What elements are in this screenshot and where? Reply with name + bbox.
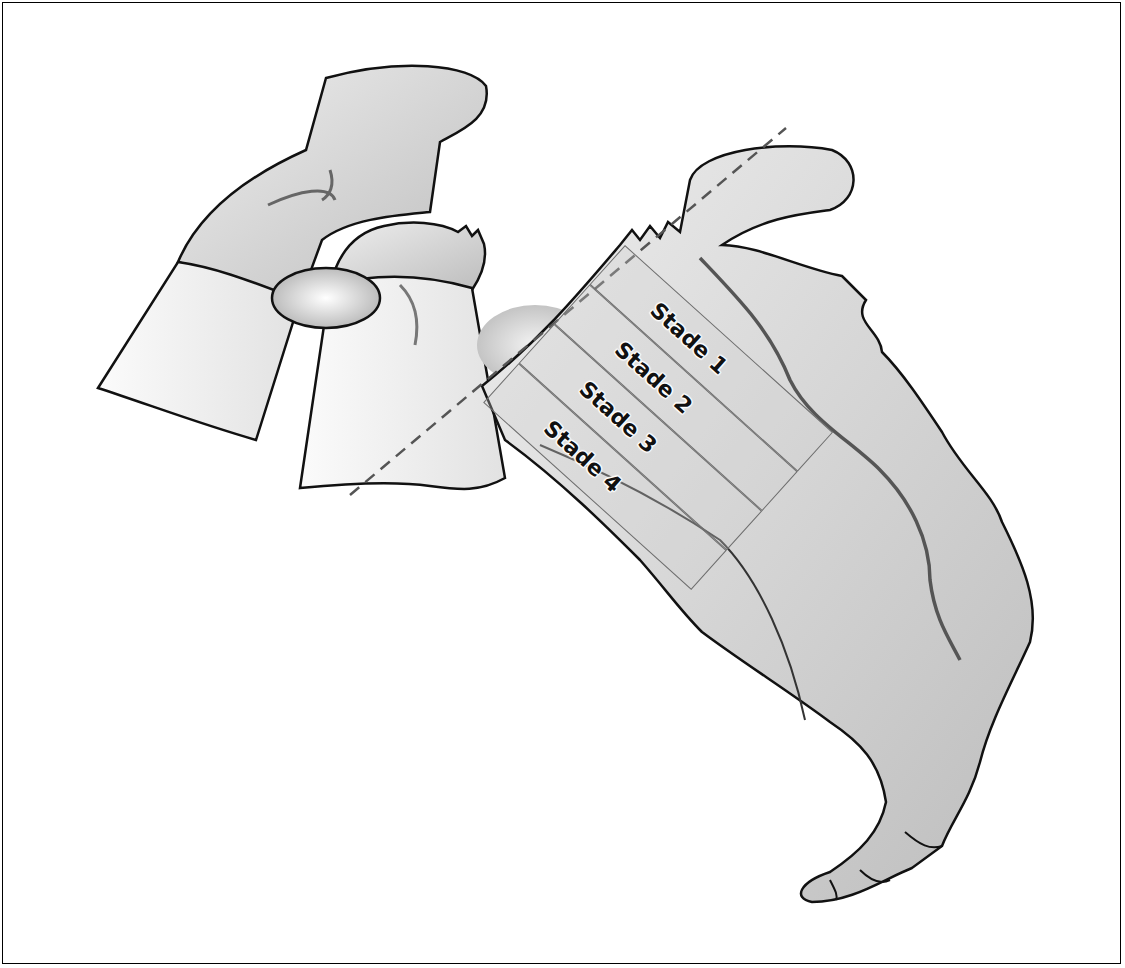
l5-contour-line <box>400 285 417 345</box>
sacrum <box>482 146 1033 902</box>
l4-vertebral-body <box>98 262 300 440</box>
coccyx-joint <box>860 870 890 882</box>
coccyx-joint <box>830 880 837 900</box>
l4-posterior-arch <box>178 66 487 300</box>
transverse-process <box>272 268 380 328</box>
l4-contour-line <box>322 170 332 200</box>
coccyx-joint <box>905 832 942 847</box>
